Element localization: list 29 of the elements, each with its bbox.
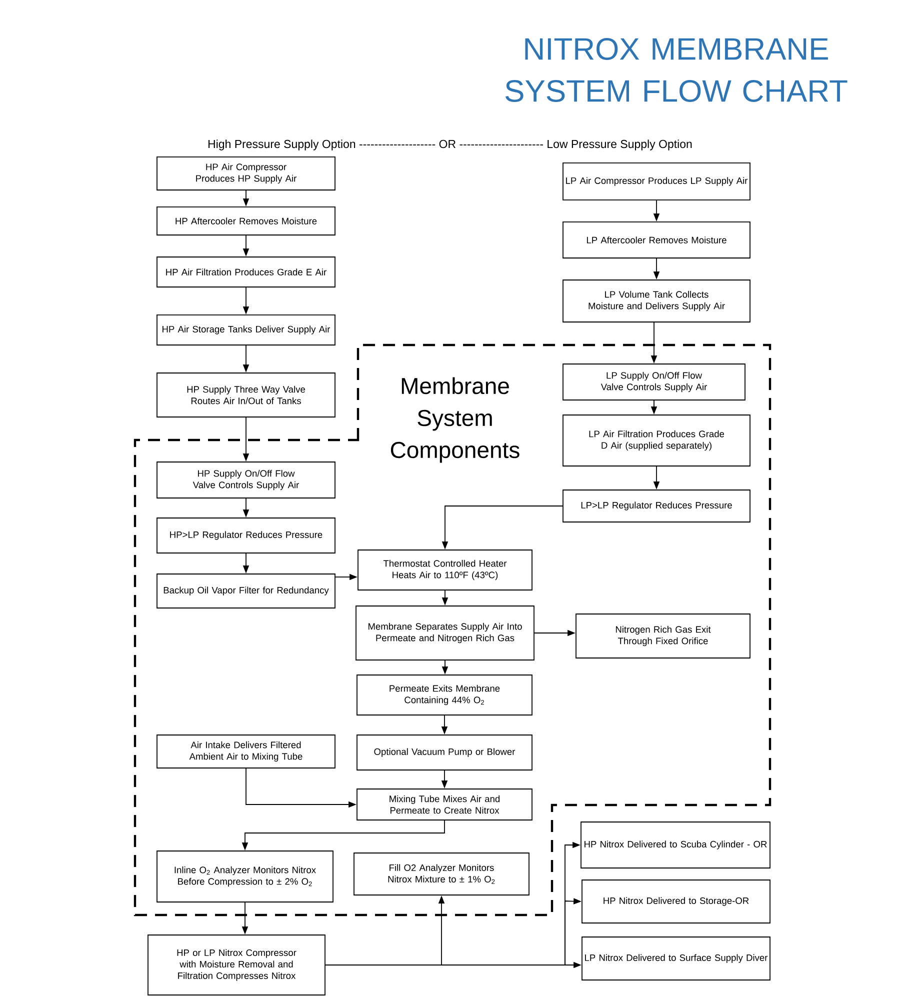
process-box: Optional Vacuum Pump or Blower bbox=[356, 734, 532, 770]
title: NITROX MEMBRANE SYSTEM FLOW CHART bbox=[505, 38, 848, 102]
process-box: Thermostat Controlled Heater Heats Air to 110ºF (43ºC) bbox=[358, 550, 532, 590]
process-box: LP Nitrox Delivered to Surface Supply Diver bbox=[582, 936, 770, 980]
process-box: HP Aftercooler Removes Moisture bbox=[156, 206, 336, 236]
process-box: Permeate Exits Membrane Containing 44% O$_{2}$ bbox=[356, 674, 532, 716]
process-box: Inline O$_{2}$ Analyzer Monitors Nitrox Before Compression to ± 2% O$_{2}$ bbox=[156, 850, 334, 902]
process-box: Air Intake Delivers Filtered Ambient Air to Mixing Tube bbox=[156, 734, 336, 768]
process-box: LP>LP Regulator Reduces Pressure bbox=[562, 490, 750, 522]
process-box: Membrane Separates Supply Air Into Permeate and Nitrogen Rich Gas bbox=[356, 606, 534, 660]
process-box: Backup Oil Vapor Filter for Redundancy bbox=[156, 574, 336, 608]
process-box: HP Air Compressor Produces HP Supply Air bbox=[156, 156, 336, 190]
process-box: LP Volume Tank Collects Moisture and Delivers Supply Air bbox=[562, 280, 750, 322]
process-box: LP Supply On/Off Flow Valve Controls Supply Air bbox=[562, 364, 746, 400]
header-text: High Pressure Supply Option -------------------- OR ---------------------- Low Pressure Supply Option bbox=[208, 140, 692, 150]
process-box: HP Air Filtration Produces Grade E Air bbox=[156, 256, 336, 288]
process-box: HP>LP Regulator Reduces Pressure bbox=[156, 518, 336, 554]
process-box: LP Air Filtration Produces Grade D Air (supplied separately) bbox=[562, 414, 750, 466]
process-box: HP or LP Nitrox Compressor with Moisture Removal and Filtration Compresses Nitrox bbox=[148, 934, 326, 996]
process-box: LP Air Compressor Produces LP Supply Air bbox=[562, 162, 750, 200]
process-box: LP Aftercooler Removes Moisture bbox=[562, 222, 750, 258]
process-box: Mixing Tube Mixes Air and Permeate to Create Nitrox bbox=[356, 788, 532, 820]
process-box: HP Supply On/Off Flow Valve Controls Supply Air bbox=[156, 462, 336, 498]
process-box: HP Nitrox Delivered to Storage-OR bbox=[582, 880, 770, 924]
process-box: HP Air Storage Tanks Deliver Supply Air bbox=[156, 314, 336, 346]
process-box: HP Supply Three Way Valve Routes Air In/Out of Tanks bbox=[156, 372, 336, 418]
process-box: HP Nitrox Delivered to Scuba Cylinder - OR bbox=[580, 822, 770, 868]
process-box: Fill O2 Analyzer Monitors Nitrox Mixture to ± 1% O$_{2}$ bbox=[354, 852, 530, 896]
process-box: Nitrogen Rich Gas Exit Through Fixed Orifice bbox=[576, 614, 750, 658]
